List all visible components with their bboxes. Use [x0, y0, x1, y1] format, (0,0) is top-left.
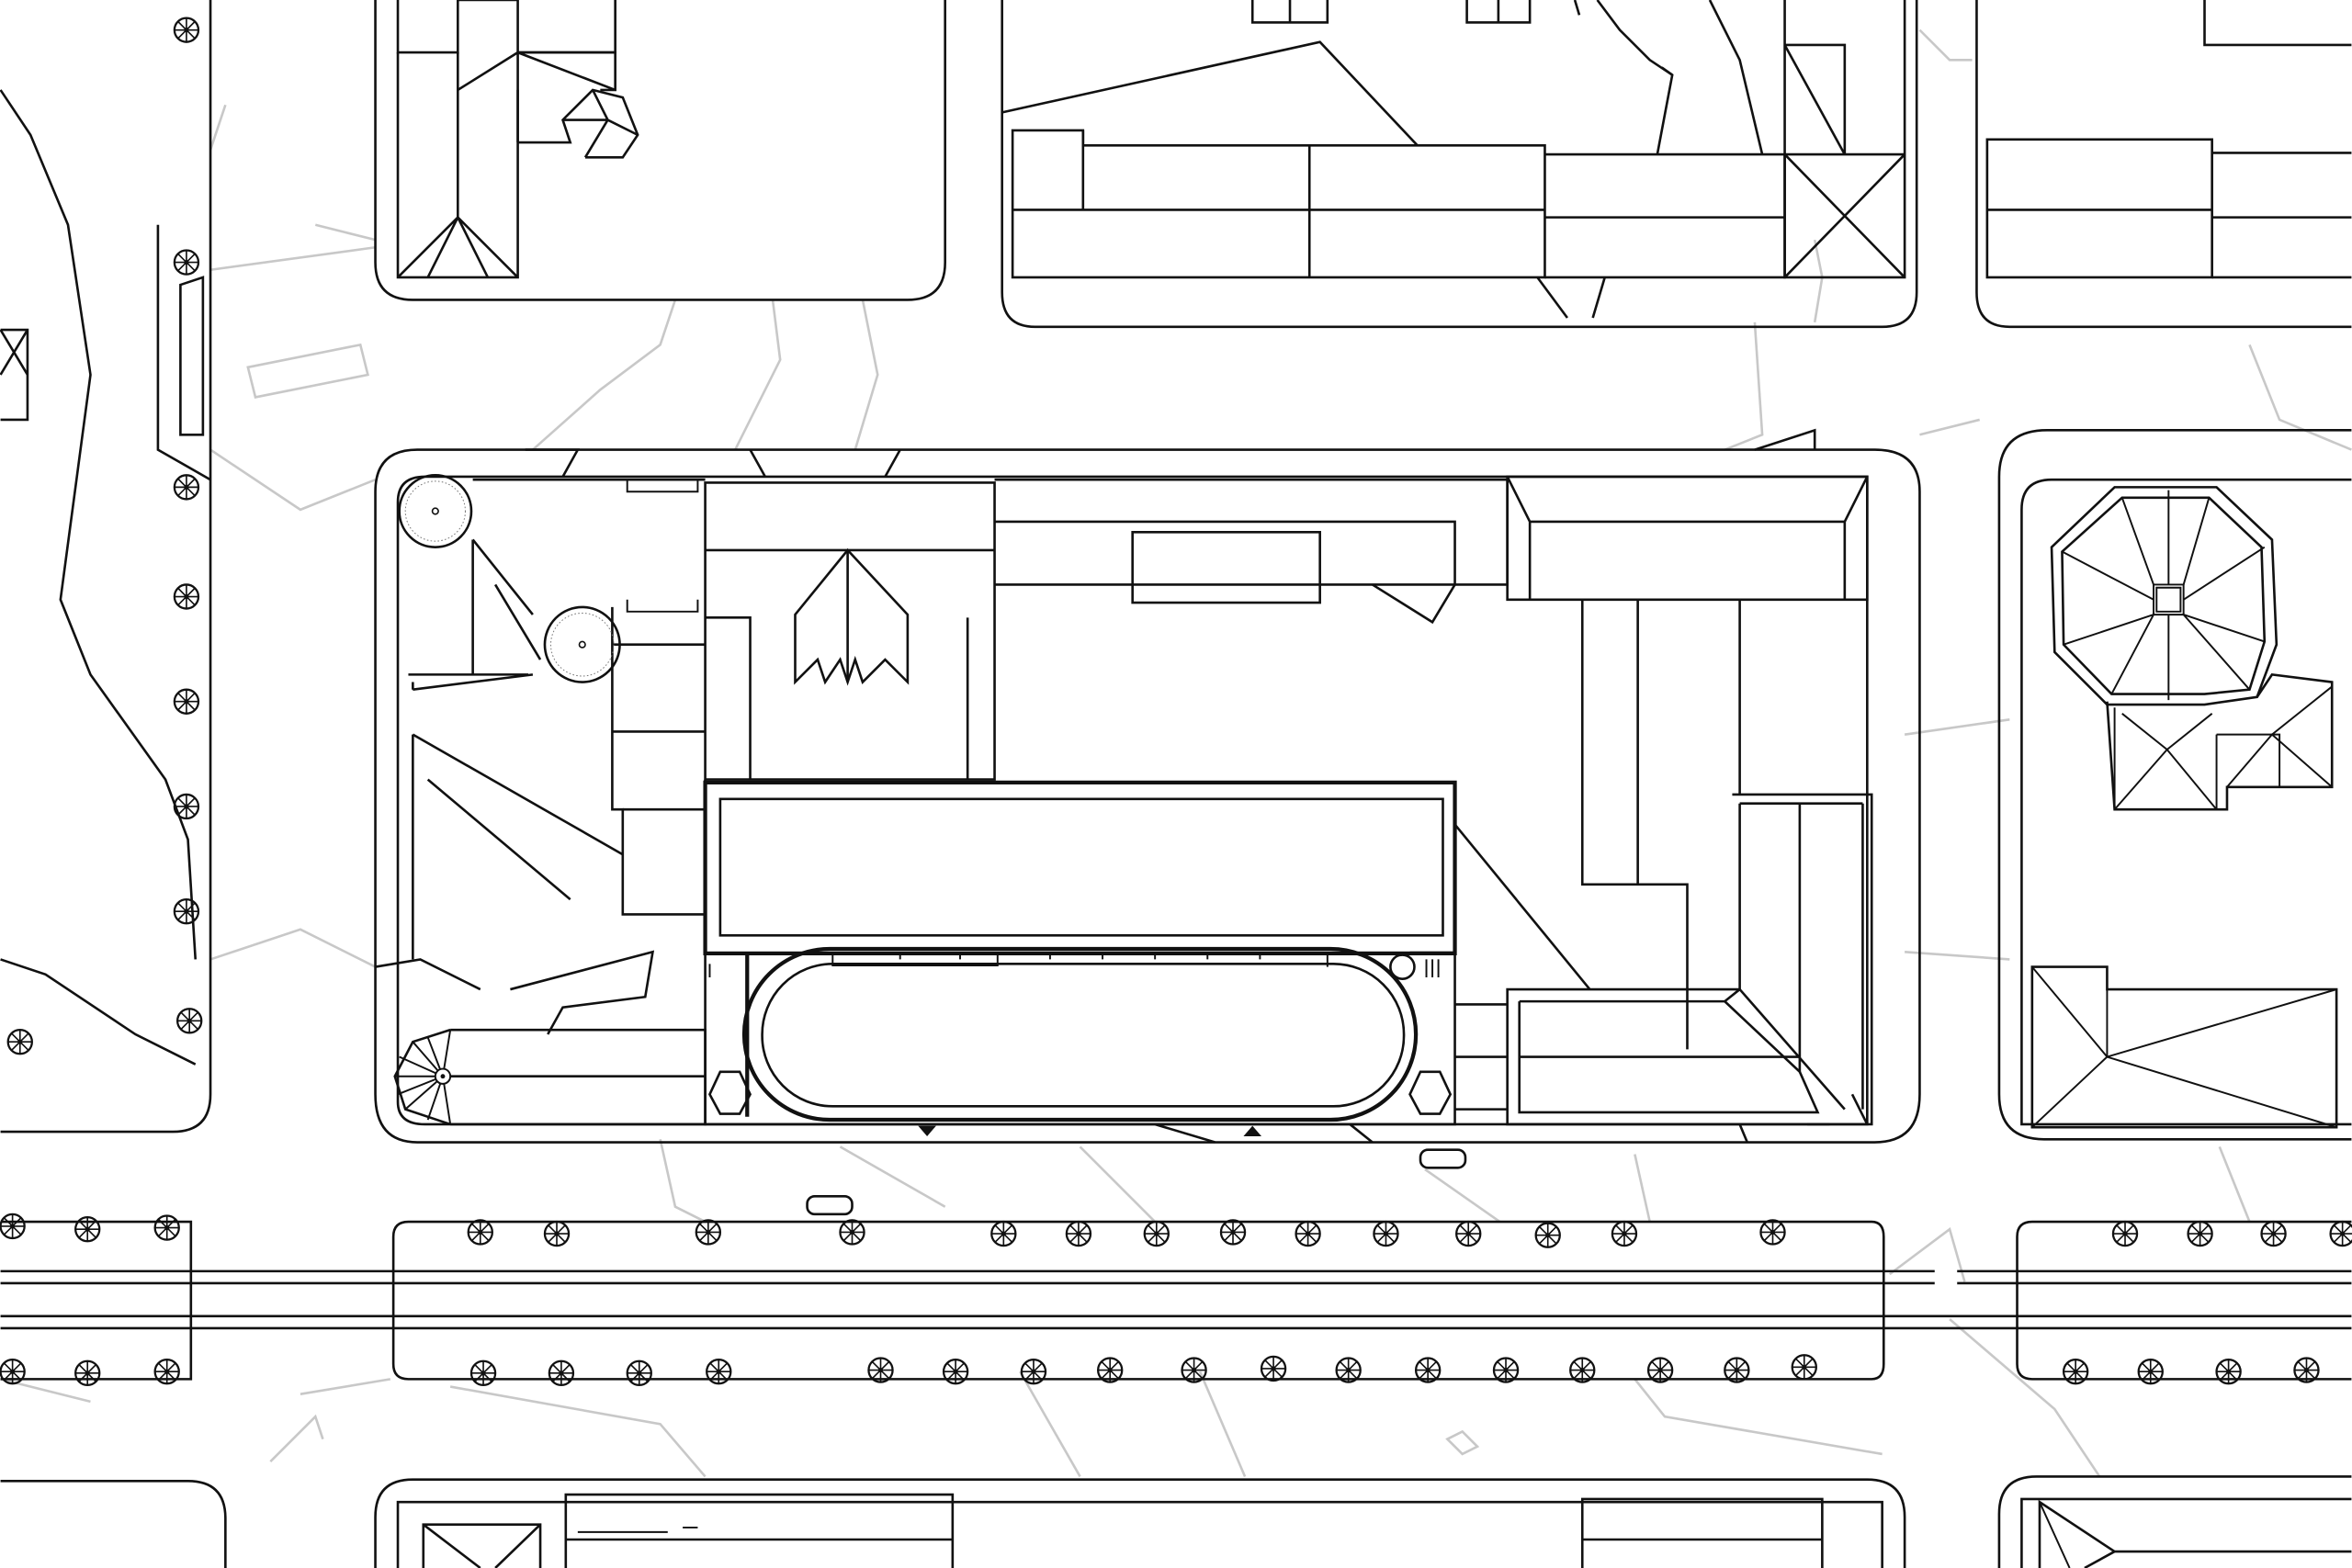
northwest-block	[374, 0, 946, 301]
oval-track	[708, 946, 1453, 1122]
terrain-contour-lines	[0, 28, 2352, 1478]
south-blocks	[0, 1475, 2352, 1568]
east-pavilion-block	[1997, 429, 2352, 1141]
northeast-block	[1975, 0, 2352, 329]
west-parcel	[0, 0, 212, 1134]
tree-icon	[6, 17, 203, 1055]
entrance-triangle-icon	[918, 1125, 1262, 1137]
main-site-block	[374, 428, 1921, 1144]
car-icon	[806, 1148, 1467, 1216]
north-central-block	[1001, 0, 1918, 329]
boulevard	[0, 1220, 2352, 1381]
tree-icon	[0, 1213, 2352, 1248]
round-tower-icon	[398, 474, 621, 683]
central-hall	[703, 780, 1457, 1126]
tree-icon	[0, 1354, 2320, 1387]
round-tower-icon	[393, 1028, 452, 1126]
